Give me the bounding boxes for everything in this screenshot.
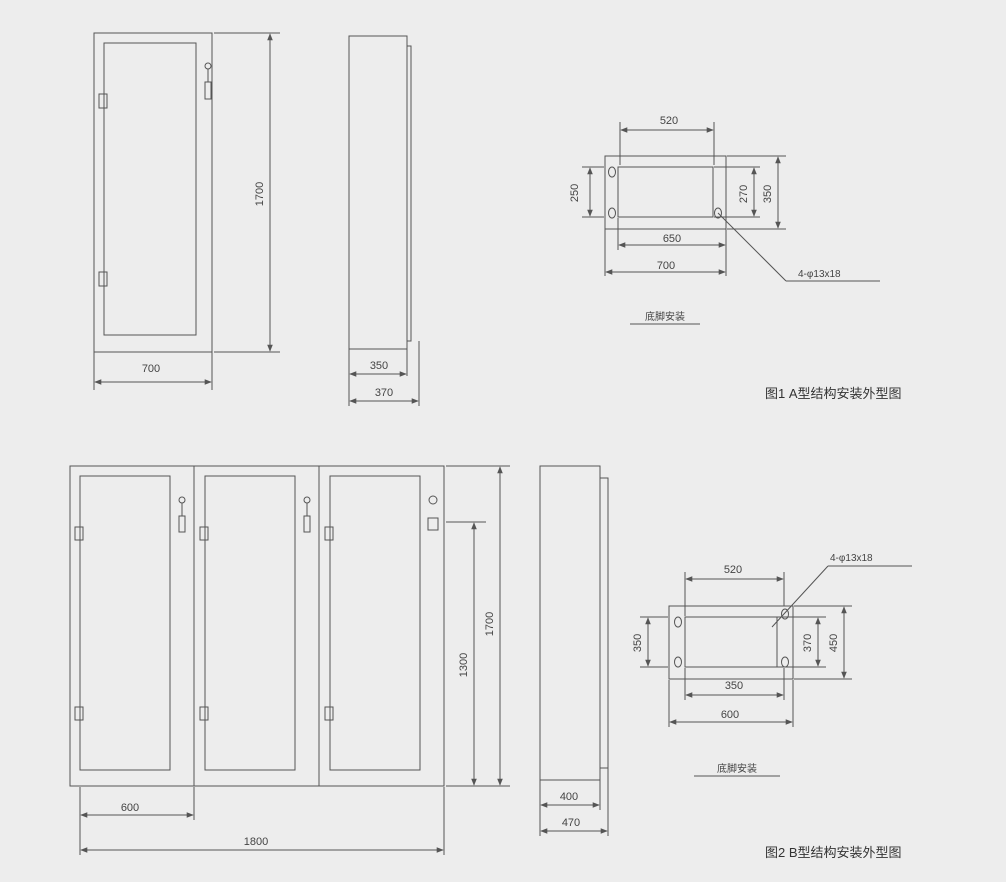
fig1-base-bottom-label: 700 xyxy=(657,260,675,272)
fig2-unit-width-label: 600 xyxy=(121,802,139,814)
fig1-base-top-label: 520 xyxy=(660,115,678,127)
fig2-side-depth-outer-label: 470 xyxy=(562,817,580,829)
fig2-base-left-label: 350 xyxy=(632,634,644,652)
fig1-base-mid-label: 650 xyxy=(663,233,681,245)
fig2-base-top-label: 520 xyxy=(724,564,742,576)
fig2-base-right-outer-label: 450 xyxy=(828,634,840,652)
fig1-side-depth-inner-label: 350 xyxy=(370,360,388,372)
fig2-side-depth-inner-label: 400 xyxy=(560,791,578,803)
fig2-front-view xyxy=(69,465,445,787)
fig2-total-width-label: 1800 xyxy=(244,836,268,848)
fig1-base-right-outer-label: 350 xyxy=(762,185,774,203)
fig1-base-caption: 底脚安装 xyxy=(645,310,685,323)
fig2-side-view xyxy=(539,465,609,836)
fig1-front-height-label: 1700 xyxy=(254,182,266,206)
fig1-side-depth-outer-label: 370 xyxy=(375,387,393,399)
fig1-front-dimensions xyxy=(93,32,280,390)
fig1-front-view xyxy=(93,32,213,353)
fig1-base-plan xyxy=(582,122,880,325)
fig1-caption: 图1 A型结构安装外型图 xyxy=(765,386,902,401)
fig2-caption: 图2 B型结构安装外型图 xyxy=(765,845,902,860)
fig2-base-right-inner-label: 370 xyxy=(802,634,814,652)
fig1-front-width-label: 700 xyxy=(142,363,160,375)
fig2-base-plan xyxy=(640,565,912,777)
fig1-base-right-inner-label: 270 xyxy=(738,185,750,203)
fig2-inner-height-label: 1300 xyxy=(458,653,470,677)
fig2-base-bottom-label: 600 xyxy=(721,709,739,721)
fig1-holes-label: 4-φ13x18 xyxy=(798,269,841,280)
fig2-base-mid-label: 350 xyxy=(725,680,743,692)
fig2-base-caption: 底脚安装 xyxy=(717,762,757,775)
fig1-side-view xyxy=(348,35,420,406)
fig2-front-dimensions xyxy=(79,465,510,855)
fig2-holes-label: 4-φ13x18 xyxy=(830,553,873,564)
fig1-base-left-label: 250 xyxy=(569,184,581,202)
fig2-height-label: 1700 xyxy=(484,612,496,636)
